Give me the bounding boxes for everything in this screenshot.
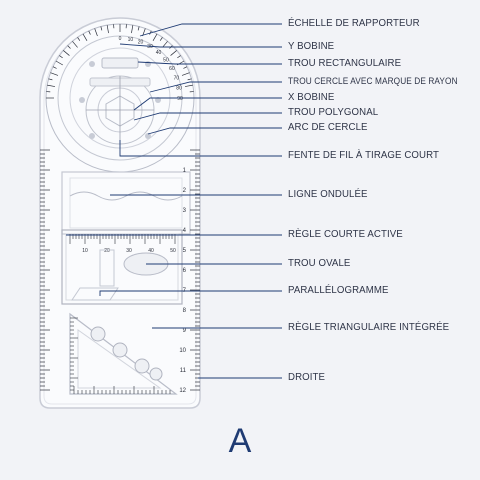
protractor-tick — [106, 25, 109, 34]
protractor-number: 70 — [174, 75, 180, 81]
right-ruler-number: 2 — [183, 188, 187, 194]
protractor-tick — [162, 41, 168, 48]
label-integrated-triangle-ruler: RÈGLE TRIANGULAIRE INTÉGRÉE — [288, 321, 450, 333]
label-active-short-ruler: RÈGLE COURTE ACTIVE — [288, 228, 403, 240]
short-ruler-number: 30 — [126, 248, 132, 254]
protractor-tick — [47, 84, 56, 87]
label-rectangular-hole: TROU RECTANGULAIRE — [288, 57, 402, 69]
protractor-tick — [177, 55, 181, 59]
parallelogram-shape — [71, 287, 119, 301]
protractor-tick — [67, 45, 71, 49]
right-ruler-ticks — [190, 149, 200, 391]
variant-letter: A — [228, 422, 252, 460]
right-ruler-number: 5 — [183, 248, 187, 254]
protractor-tick — [50, 72, 59, 76]
protractor-tick — [159, 37, 163, 41]
right-ruler-number: 11 — [180, 368, 187, 374]
short-ruler-number: 10 — [82, 248, 88, 254]
protractor-tick — [88, 30, 91, 35]
leader-protractor-scale — [139, 23, 282, 37]
protractor-tick — [72, 41, 78, 48]
leader-x-bobbin — [133, 97, 282, 111]
protractor-tick — [55, 60, 64, 66]
protractor-tick — [131, 25, 134, 34]
protractor-tick — [181, 72, 190, 76]
leader-short-pull-wire-slot — [119, 140, 282, 157]
leader-rectangular-hole — [137, 61, 282, 65]
protractor-tick — [100, 26, 103, 31]
protractor-tick — [77, 37, 81, 41]
protractor-number: 0 — [119, 36, 122, 42]
leader-y-bobbin — [119, 43, 282, 48]
protractor-tick — [137, 26, 140, 31]
right-ruler-number: 1 — [183, 168, 187, 174]
right-ruler-number: 12 — [179, 388, 186, 394]
leader-parallelogram — [99, 290, 282, 296]
short-ruler-number: 40 — [148, 248, 154, 254]
right-ruler-number: 4 — [183, 228, 187, 234]
label-wavy-line: LIGNE ONDULÉE — [288, 188, 368, 200]
protractor-tick — [82, 33, 88, 42]
short-ruler-number: 20 — [104, 248, 110, 254]
right-ruler-number: 6 — [183, 268, 187, 274]
label-oval-hole: TROU OVALE — [288, 257, 351, 269]
left-ruler-ticks — [40, 149, 50, 391]
protractor-tick — [52, 66, 57, 69]
label-parallelogram: PARALLÉLOGRAMME — [288, 284, 389, 296]
label-polygonal-hole: TROU POLYGONAL — [288, 106, 379, 118]
protractor-tick — [184, 84, 193, 87]
triangle-ruler — [69, 312, 178, 395]
leader-circle-arc — [147, 127, 282, 135]
protractor-tick — [187, 78, 192, 81]
protractor-tick — [48, 78, 53, 81]
label-protractor-scale: ÉCHELLE DE RAPPORTEUR — [288, 17, 420, 29]
label-circle-arc: ARC DE CERCLE — [288, 121, 368, 133]
right-ruler-number: 3 — [183, 208, 187, 214]
right-ruler-number: 10 — [179, 348, 186, 354]
triangle-grid — [70, 317, 171, 394]
leader-circle-hole-radius — [149, 81, 282, 93]
leader-lines — [66, 23, 282, 379]
protractor-tick — [59, 55, 63, 59]
protractor-tick — [94, 28, 98, 37]
right-ruler-number: 9 — [183, 328, 187, 334]
protractor-tick — [170, 50, 177, 56]
label-short-pull-wire-slot: FENTE DE FIL À TIRAGE COURT — [288, 149, 439, 161]
protractor-number: 20 — [138, 40, 144, 46]
protractor-number: 40 — [156, 50, 162, 56]
label-circle-hole-radius: TROU CERCLE AVEC MARQUE DE RAYON — [288, 76, 458, 86]
protractor-ticks — [46, 24, 194, 99]
short-ruler-number: 50 — [170, 248, 176, 254]
label-y-bobbin: Y BOBINE — [288, 40, 335, 52]
short-ruler-labels: 10 20 30 40 50 — [82, 248, 176, 254]
protractor-tick — [152, 33, 158, 42]
protractor-tick — [183, 66, 188, 69]
label-x-bobbin: X BOBINE — [288, 91, 335, 103]
label-straight-edge: DROITE — [288, 371, 326, 383]
protractor-inner-holes — [79, 57, 161, 145]
protractor-number: 10 — [128, 37, 134, 43]
leader-polygonal-hole — [133, 112, 282, 121]
ruler-body — [39, 17, 201, 409]
protractor-number: 50 — [163, 57, 169, 63]
protractor-number: 60 — [169, 66, 175, 72]
protractor-number: 90 — [177, 96, 183, 102]
protractor-tick — [63, 50, 70, 56]
protractor-number: 80 — [176, 86, 182, 92]
right-ruler-number: 8 — [183, 308, 187, 314]
protractor-number: 30 — [147, 44, 153, 50]
